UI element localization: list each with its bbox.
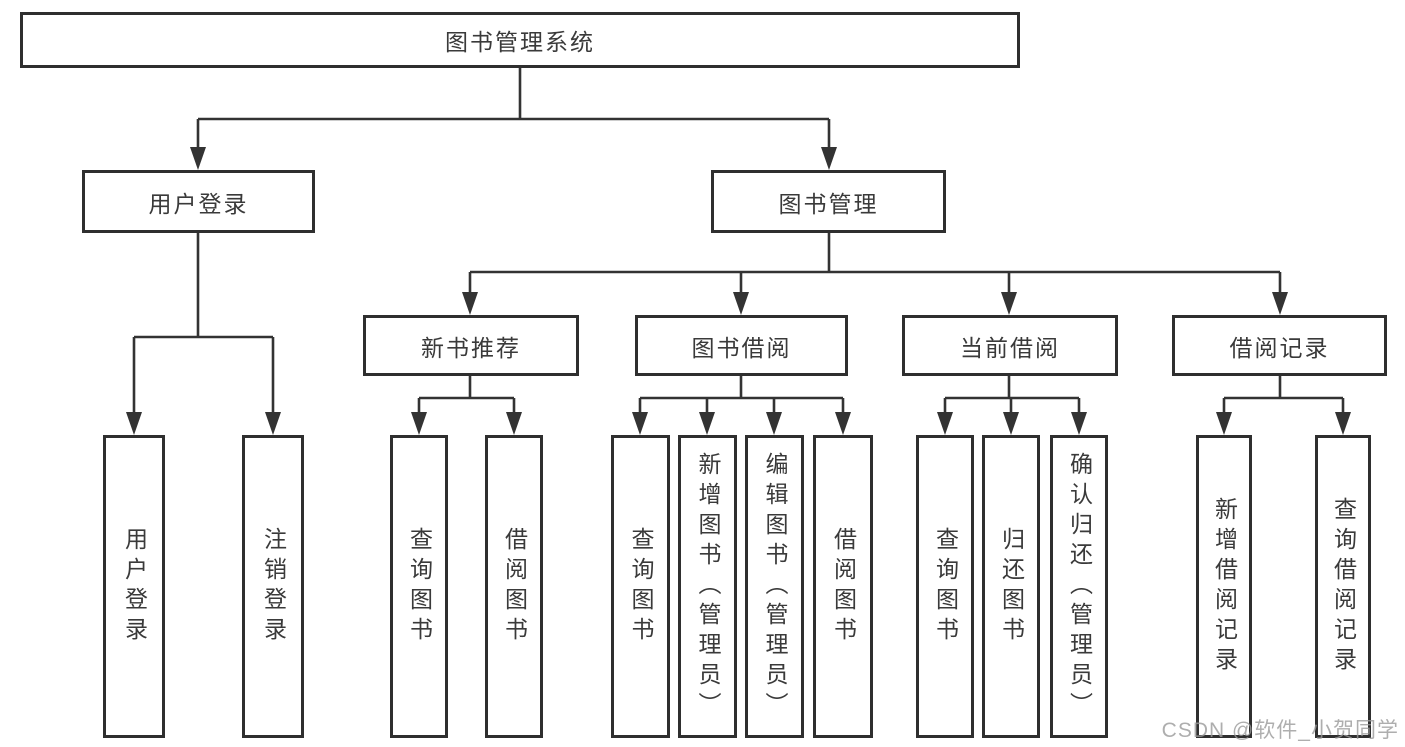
leaf-borrow-borrow-books: 借阅图书: [813, 435, 873, 738]
arrowhead-icon: [699, 412, 715, 435]
node-new-book-rec: 新书推荐: [363, 315, 579, 376]
arrowhead-icon: [411, 412, 427, 435]
arrowhead-icon: [1071, 412, 1087, 435]
arrowhead-icon: [821, 147, 837, 170]
leaf-records-query-record-label: 查询借阅记录: [1330, 496, 1357, 677]
connector-bookborrow-to-leaves: [632, 376, 851, 435]
arrowhead-icon: [190, 147, 206, 170]
node-current-borrow-label: 当前借阅: [960, 334, 1060, 361]
leaf-records-add-record: 新增借阅记录: [1196, 435, 1252, 738]
arrowhead-icon: [766, 412, 782, 435]
leaf-logout-label: 注销登录: [260, 526, 287, 647]
node-borrow-records-label: 借阅记录: [1229, 334, 1330, 361]
node-book-borrow-label: 图书借阅: [691, 334, 792, 361]
connector-borrowrecords-to-leaves: [1216, 376, 1351, 435]
leaf-current-query-books-label: 查询图书: [932, 526, 959, 647]
node-borrow-records: 借阅记录: [1172, 315, 1387, 376]
leaf-borrow-add-books-admin-label: 新增图书（管理员）: [695, 451, 721, 722]
arrowhead-icon: [632, 412, 648, 435]
node-root: 图书管理系统: [20, 12, 1020, 68]
leaf-user-login-label: 用户登录: [121, 526, 148, 647]
arrowhead-icon: [506, 412, 522, 435]
leaf-newrec-query-books: 查询图书: [390, 435, 448, 738]
arrowhead-icon: [1001, 292, 1017, 315]
node-book-mgmt-label: 图书管理: [778, 190, 879, 217]
leaf-current-confirm-return-admin: 确认归还（管理员）: [1050, 435, 1108, 738]
leaf-borrow-borrow-books-label: 借阅图书: [830, 526, 857, 647]
arrowhead-icon: [1216, 412, 1232, 435]
connector-currentborrow-to-leaves: [937, 376, 1087, 435]
leaf-borrow-query-books-label: 查询图书: [628, 526, 654, 647]
arrowhead-icon: [1335, 412, 1351, 435]
arrowhead-icon: [462, 292, 478, 315]
node-new-book-rec-label: 新书推荐: [421, 334, 521, 361]
arrowhead-icon: [265, 412, 281, 435]
arrowhead-icon: [126, 412, 142, 435]
leaf-records-query-record: 查询借阅记录: [1315, 435, 1371, 738]
leaf-newrec-query-books-label: 查询图书: [406, 526, 433, 647]
arrowhead-icon: [937, 412, 953, 435]
arrowhead-icon: [733, 292, 749, 315]
connector-userlogin-to-leaves: [126, 233, 281, 435]
node-current-borrow: 当前借阅: [902, 315, 1118, 376]
leaf-records-add-record-label: 新增借阅记录: [1211, 496, 1238, 677]
leaf-logout: 注销登录: [242, 435, 304, 738]
node-user-login-label: 用户登录: [148, 190, 249, 217]
connector-bookmgmt-to-level3: [462, 233, 1288, 315]
leaf-borrow-add-books-admin: 新增图书（管理员）: [678, 435, 737, 738]
arrowhead-icon: [1272, 292, 1288, 315]
leaf-user-login: 用户登录: [103, 435, 165, 738]
node-user-login: 用户登录: [82, 170, 315, 233]
connector-newbookrec-to-leaves: [411, 376, 522, 435]
node-book-borrow: 图书借阅: [635, 315, 848, 376]
leaf-current-query-books: 查询图书: [916, 435, 974, 738]
leaf-borrow-query-books: 查询图书: [611, 435, 670, 738]
leaf-newrec-borrow-books: 借阅图书: [485, 435, 543, 738]
node-book-mgmt: 图书管理: [711, 170, 946, 233]
leaf-newrec-borrow-books-label: 借阅图书: [501, 526, 528, 647]
leaf-borrow-edit-books-admin: 编辑图书（管理员）: [745, 435, 804, 738]
arrowhead-icon: [835, 412, 851, 435]
watermark-text: CSDN @软件_小贺同学: [1161, 719, 1399, 742]
leaf-current-return-books-label: 归还图书: [998, 526, 1025, 647]
connector-root-to-level2: [190, 68, 837, 170]
node-root-label: 图书管理系统: [445, 29, 595, 55]
arrowhead-icon: [1003, 412, 1019, 435]
leaf-current-confirm-return-admin-label: 确认归还（管理员）: [1066, 451, 1093, 722]
leaf-borrow-edit-books-admin-label: 编辑图书（管理员）: [762, 451, 788, 722]
leaf-current-return-books: 归还图书: [982, 435, 1040, 738]
